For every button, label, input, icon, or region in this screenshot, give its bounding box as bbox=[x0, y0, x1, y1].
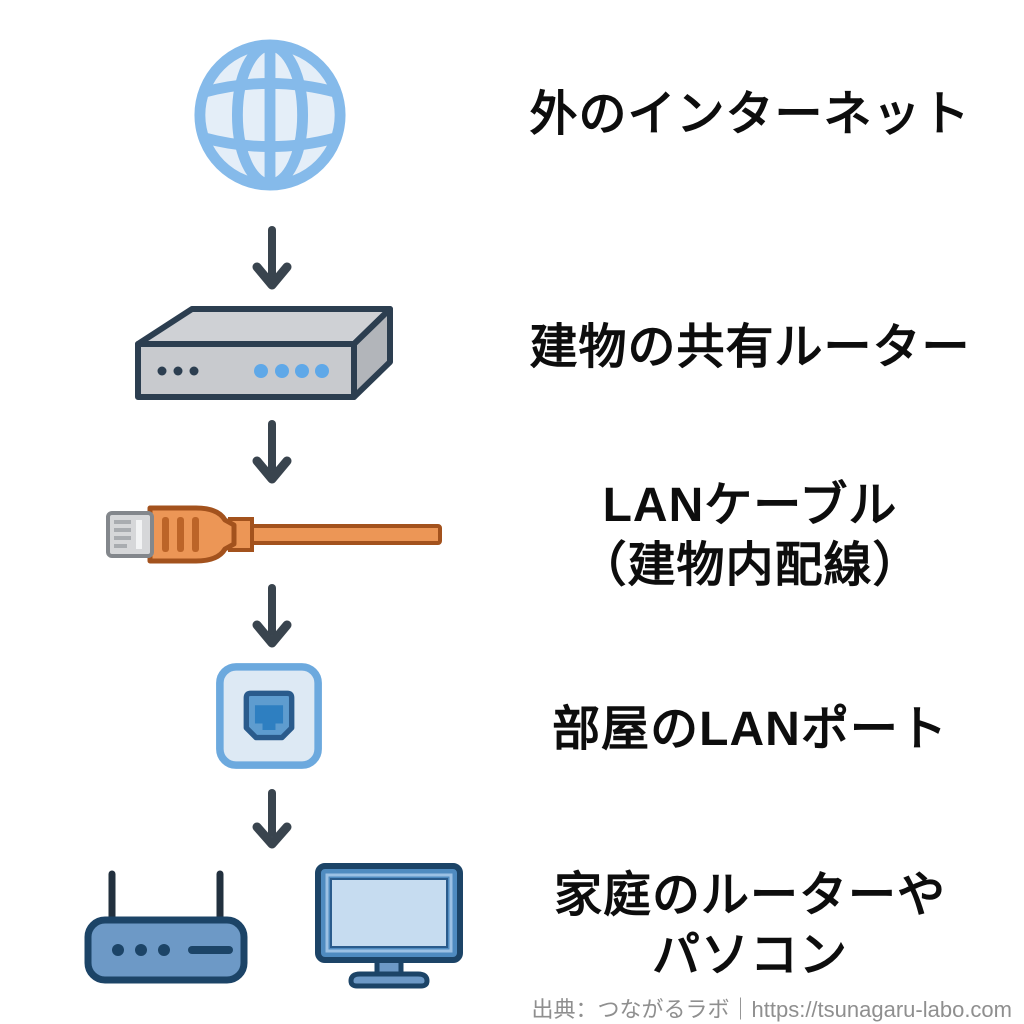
down-arrow-icon bbox=[250, 418, 294, 488]
down-arrow-icon bbox=[250, 788, 294, 852]
label-home-line1: 家庭のルーターや bbox=[553, 869, 946, 922]
globe-icon bbox=[191, 36, 349, 194]
label-lan-port: 部屋のLANポート bbox=[552, 703, 948, 756]
lan-port-icon bbox=[215, 662, 323, 770]
label-home-line2: パソコン bbox=[651, 929, 848, 982]
label-internet: 外のインターネット bbox=[529, 88, 971, 141]
down-arrow-icon bbox=[250, 224, 294, 294]
monitor-icon bbox=[314, 862, 464, 990]
source-credit: 出典：つながるラボ｜https://tsunagaru-labo.com bbox=[531, 997, 1012, 1022]
label-lan-cable-line1: LANケーブル bbox=[602, 479, 898, 532]
label-lan-cable-line2: （建物内配線） bbox=[578, 539, 922, 592]
shared-router-box-icon bbox=[128, 302, 400, 404]
wifi-router-icon bbox=[80, 864, 252, 986]
label-shared-router: 建物の共有ルーター bbox=[529, 321, 971, 374]
down-arrow-icon bbox=[250, 582, 294, 652]
lan-cable-icon bbox=[104, 500, 444, 570]
